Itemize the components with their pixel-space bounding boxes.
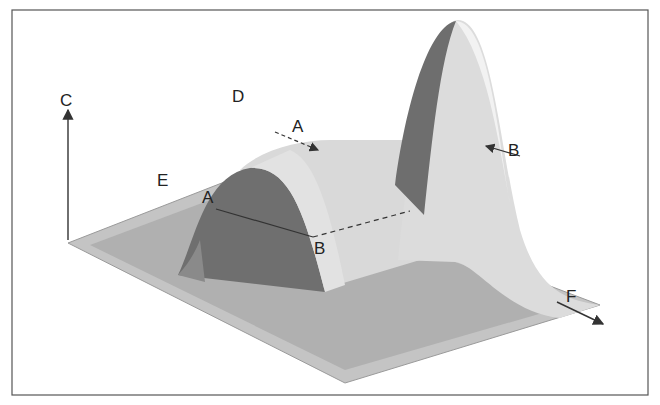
frame bbox=[12, 10, 648, 395]
part-letter: E bbox=[157, 172, 168, 189]
axis-arrow bbox=[557, 302, 603, 324]
part-letter: A bbox=[292, 118, 303, 135]
axis-arrow bbox=[67, 110, 68, 240]
big-ridge-highlight bbox=[456, 21, 512, 215]
part-letter: B bbox=[508, 142, 519, 159]
section-line bbox=[216, 209, 313, 237]
part-letter: D bbox=[232, 88, 244, 105]
section-line-dashed bbox=[313, 211, 410, 237]
part-letter: F bbox=[566, 288, 576, 305]
hump-edge bbox=[178, 240, 205, 282]
part-letter: A bbox=[202, 189, 213, 206]
big-ridge-dark bbox=[395, 21, 456, 215]
part-letter: B bbox=[314, 240, 325, 257]
small-hump-side bbox=[250, 150, 345, 292]
part-letter: C bbox=[60, 92, 72, 109]
